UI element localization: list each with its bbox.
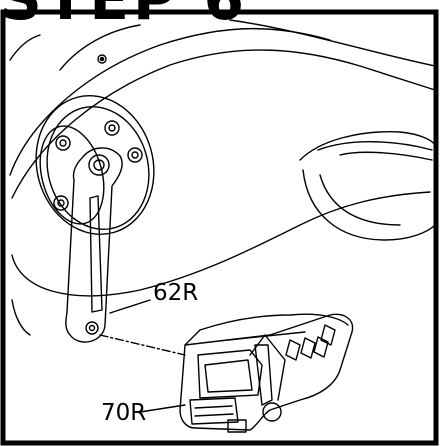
callout-62r: 62R (153, 280, 198, 306)
callout-70r: 70R (101, 400, 146, 426)
panel-border (0, 9, 439, 446)
leader-62r (109, 299, 151, 314)
axis-line (99, 334, 186, 356)
crank-hub (35, 95, 155, 235)
leader-70r (139, 404, 186, 413)
crank-arm-62r (65, 147, 123, 343)
pedal-70r (179, 313, 354, 433)
